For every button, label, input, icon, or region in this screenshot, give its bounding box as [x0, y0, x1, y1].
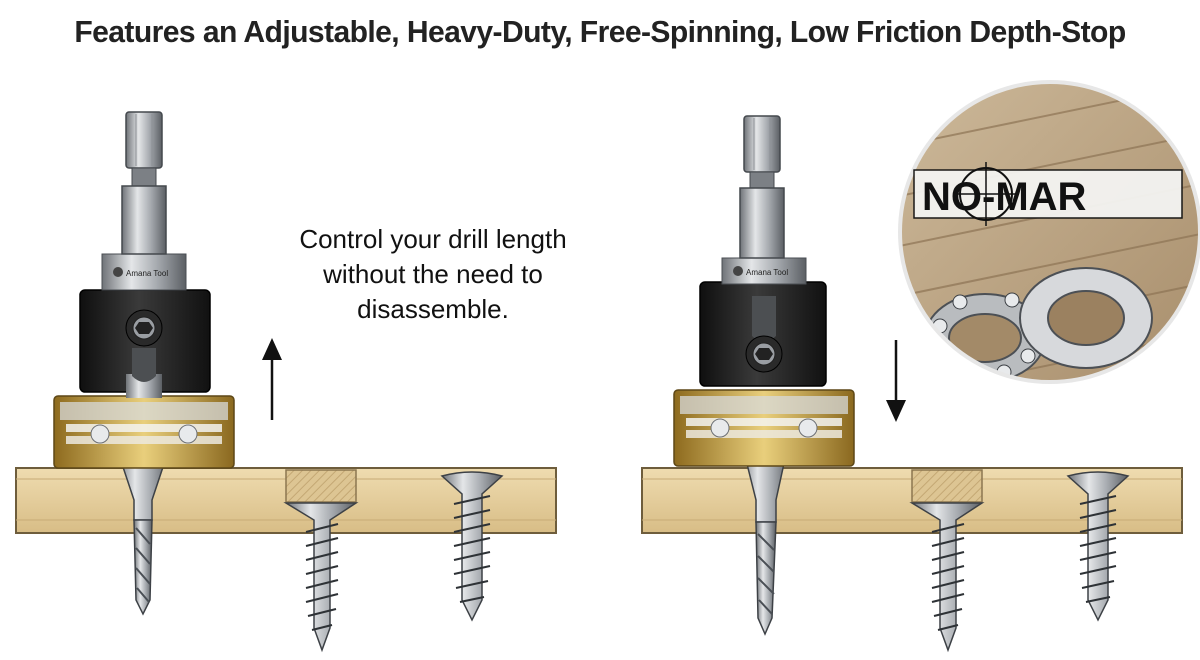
wood-plug-right — [911, 469, 983, 503]
collar-right — [699, 281, 827, 387]
hex-shank-right — [739, 115, 785, 259]
hex-shank-left — [121, 111, 167, 255]
brand-plate-left: Amana Tool — [101, 253, 187, 291]
screw-protruding — [440, 471, 504, 622]
right-scene: Amana Tool — [641, 115, 1183, 653]
collar-left — [79, 289, 211, 398]
brand-plate-right: Amana Tool — [721, 257, 807, 285]
screw-countersunk-right — [909, 502, 985, 653]
no-mar-logo: NO-MAR — [913, 162, 1183, 226]
headline: Features an Adjustable, Heavy-Duty, Free… — [74, 14, 1126, 49]
depth-stop-bearing-right — [673, 389, 855, 467]
caption-line-2: without the need to — [323, 259, 543, 289]
screw-protruding-right — [1066, 471, 1130, 622]
no-mar-badge: NO-MAR — [898, 80, 1200, 384]
caption-line-3: disassemble. — [357, 294, 509, 324]
left-scene: Amana Tool — [15, 111, 557, 653]
brand-label-left: Amana Tool — [126, 269, 168, 278]
brand-label-right: Amana Tool — [746, 268, 788, 277]
depth-stop-bearing-left — [53, 395, 235, 469]
no-mar-logo-text: NO-MAR — [922, 175, 1087, 219]
caption-line-1: Control your drill length — [299, 224, 567, 254]
wood-plug — [285, 469, 357, 503]
caption: Control your drill length without the ne… — [268, 222, 598, 327]
screw-countersunk — [283, 502, 359, 653]
arrow-down-icon — [886, 340, 906, 422]
arrow-up-icon — [262, 338, 282, 420]
